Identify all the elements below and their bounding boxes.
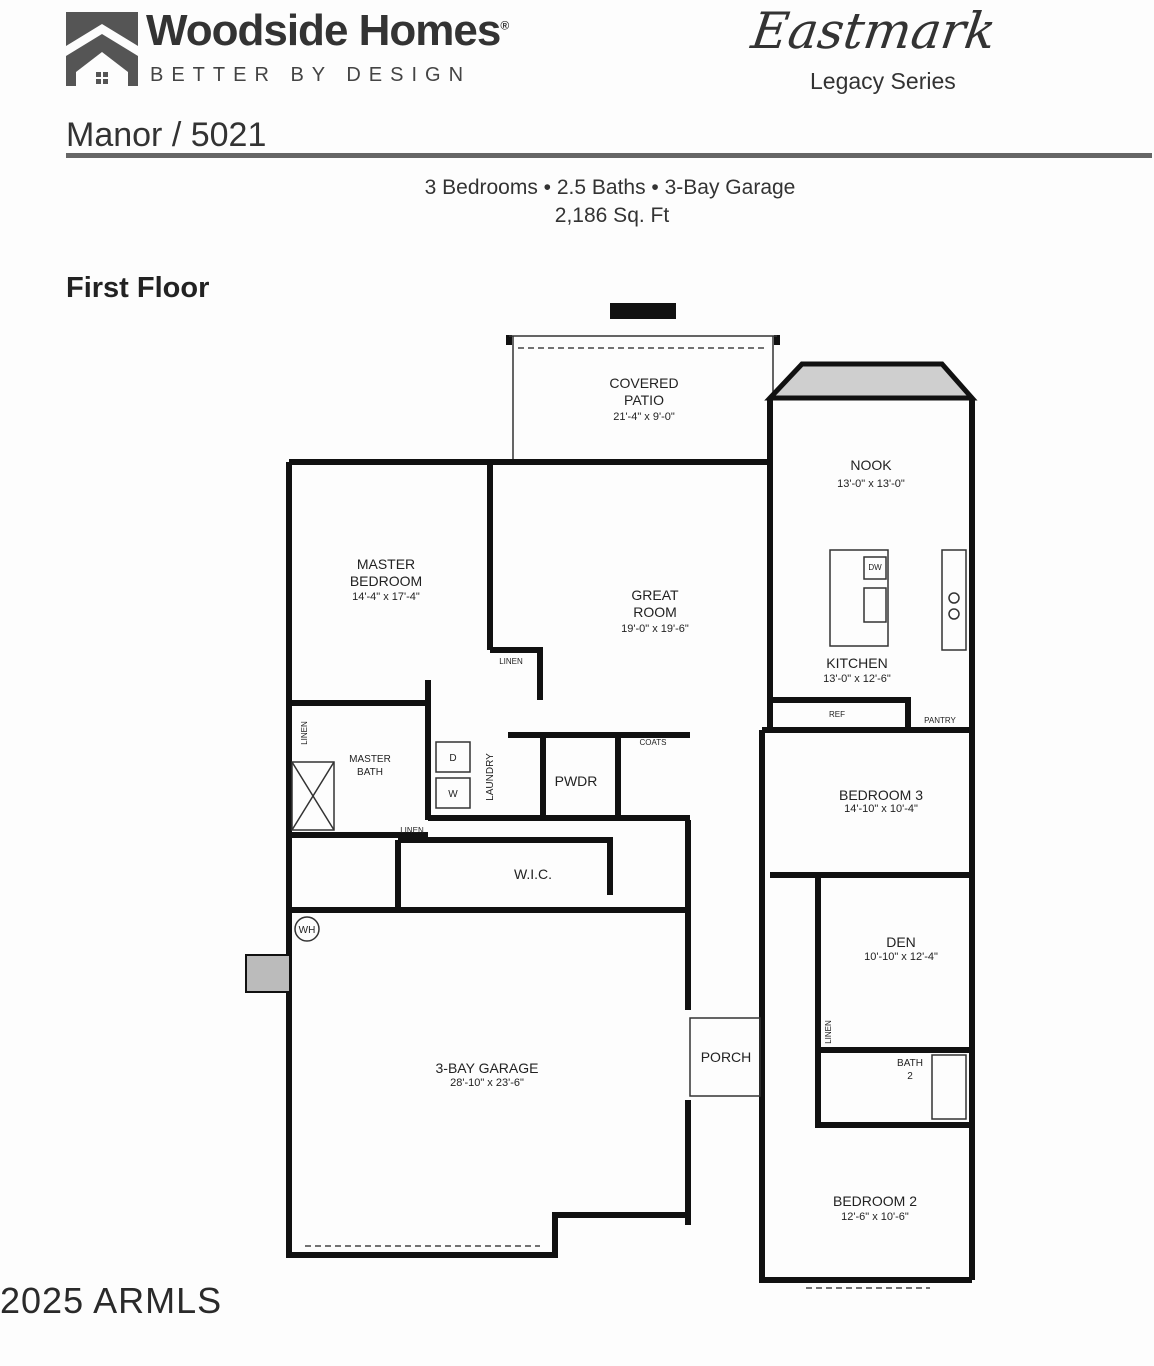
garage-label: 3-BAY GARAGE xyxy=(436,1060,539,1076)
den-dims: 10'-10" x 12'-4" xyxy=(864,951,938,963)
brand-name: Woodside Homes® xyxy=(146,6,509,55)
great-room-label-1: GREAT xyxy=(631,587,679,603)
water-heater-label: WH xyxy=(299,925,316,936)
master-bedroom-label-1: MASTER xyxy=(357,556,415,572)
dryer-label: D xyxy=(449,753,456,764)
dw-label: DW xyxy=(868,563,882,572)
title-divider xyxy=(66,153,1152,158)
linen-label-master: LINEN xyxy=(300,721,309,745)
registered-mark: ® xyxy=(500,18,509,33)
bath-2-label-2: 2 xyxy=(907,1071,913,1082)
kitchen-label: KITCHEN xyxy=(826,655,887,671)
house-roof-icon xyxy=(66,12,138,86)
floor-label: First Floor xyxy=(66,272,210,304)
master-bath-label-2: BATH xyxy=(357,767,383,778)
master-bedroom-dims: 14'-4" x 17'-4" xyxy=(352,591,420,603)
washer xyxy=(435,777,471,809)
covered-patio-dims: 21'-4" x 9'-0" xyxy=(613,411,675,423)
watermark: 2025 ARMLS xyxy=(0,1280,223,1321)
laundry-label: LAUNDRY xyxy=(485,753,496,801)
bedroom-3-dims: 14'-10" x 10'-4" xyxy=(844,803,918,815)
wic-label: W.I.C. xyxy=(514,866,552,882)
kitchen-island xyxy=(829,549,967,651)
covered-patio-label-1: COVERED xyxy=(609,375,678,391)
plan-summary: 3 Bedrooms • 2.5 Baths • 3-Bay Garage xyxy=(424,176,796,199)
ref-label: REF xyxy=(829,710,845,719)
bath-2-label-1: BATH xyxy=(897,1058,923,1069)
coats-label: COATS xyxy=(640,738,667,747)
covered-patio-label-2: PATIO xyxy=(624,392,664,408)
master-bedroom-label-2: BEDROOM xyxy=(350,573,422,589)
pwdr-label: PWDR xyxy=(555,773,598,789)
linen-label-wic: LINEN xyxy=(400,826,424,835)
bedroom-2-label: BEDROOM 2 xyxy=(833,1193,917,1209)
plan-title: Manor / 5021 xyxy=(66,116,267,154)
kitchen-dims: 13'-0" x 12'-6" xyxy=(823,673,891,685)
plan-square-footage: 2,186 Sq. Ft xyxy=(554,204,670,227)
nook-bay xyxy=(764,361,978,401)
great-room-label-2: ROOM xyxy=(633,604,677,620)
brand-tagline: BETTER BY DESIGN xyxy=(150,64,472,86)
nook-dims: 13'-0" x 13'-0" xyxy=(837,478,905,490)
shower xyxy=(291,761,335,831)
garage-entry-step xyxy=(245,954,291,993)
master-bath-label-1: MASTER xyxy=(349,754,391,765)
washer-label: W xyxy=(448,789,458,800)
linen-label-den: LINEN xyxy=(824,1020,833,1044)
bedroom-3-label: BEDROOM 3 xyxy=(839,787,923,803)
exterior-walls xyxy=(286,398,975,1283)
dryer xyxy=(435,741,471,773)
linen-label-great: LINEN xyxy=(499,657,523,666)
nook-label: NOOK xyxy=(850,457,892,473)
porch-outline xyxy=(689,1017,761,1097)
pantry-label: PANTRY xyxy=(924,716,956,725)
porch-label: PORCH xyxy=(701,1049,752,1065)
patio-marker xyxy=(610,303,676,319)
interior-walls xyxy=(289,462,972,1128)
covered-patio xyxy=(506,335,780,460)
bathtub xyxy=(931,1054,967,1120)
series-name: Legacy Series xyxy=(810,68,956,94)
water-heater xyxy=(294,916,320,942)
great-room-dims: 19'-0" x 19'-6" xyxy=(621,623,689,635)
garage-dims: 28'-10" x 23'-6" xyxy=(450,1077,524,1089)
bedroom-2-dims: 12'-6" x 10'-6" xyxy=(841,1211,909,1223)
den-label: DEN xyxy=(886,934,916,950)
